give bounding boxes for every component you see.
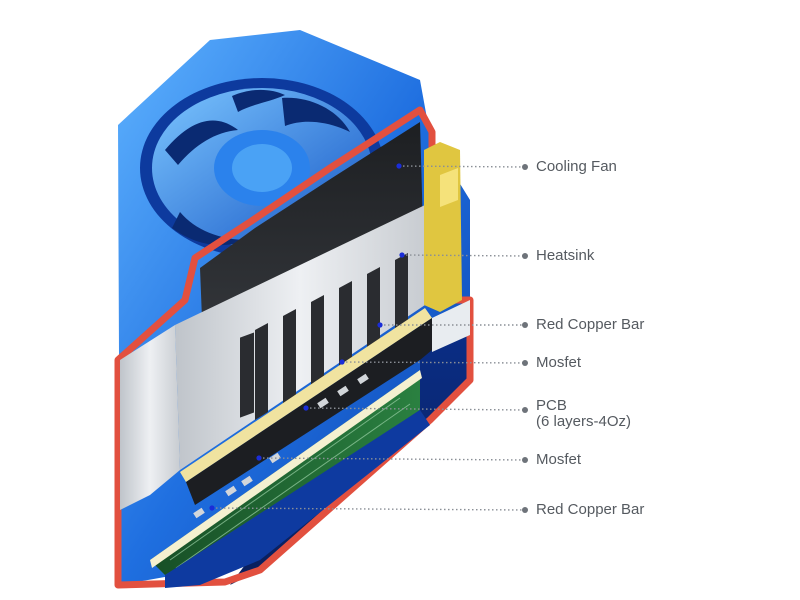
leader-endpoint	[522, 360, 528, 366]
callout-leaders	[209, 163, 528, 513]
anchor-marker	[396, 163, 402, 169]
callout-label: PCB(6 layers-4Oz)	[536, 398, 631, 430]
callout-label-text: Cooling Fan	[536, 158, 617, 175]
callout-label: Cooling Fan	[536, 159, 617, 175]
anchor-marker	[339, 359, 345, 365]
callout-label: Mosfet	[536, 355, 581, 371]
leader-endpoint	[522, 507, 528, 513]
callout-sublabel-text: (6 layers-4Oz)	[536, 413, 632, 430]
leader-endpoint	[522, 164, 528, 170]
callout-label-text: Mosfet	[536, 451, 582, 468]
leader-endpoint	[522, 457, 528, 463]
leader-endpoint	[522, 407, 528, 413]
callout-label: Red Copper Bar	[536, 317, 644, 333]
leader-endpoint	[522, 322, 528, 328]
leader-endpoint	[522, 253, 528, 259]
anchor-marker	[256, 455, 262, 461]
shell-bottom	[165, 410, 430, 588]
callout-label-text: PCB	[536, 397, 567, 414]
leader-line	[401, 254, 525, 257]
leader-line	[398, 165, 525, 168]
anchor-marker	[303, 405, 309, 411]
heatsink-left-face	[120, 325, 180, 510]
anchor-marker	[209, 505, 215, 511]
callout-label: Red Copper Bar	[536, 502, 644, 518]
terminal-connector	[424, 142, 462, 312]
internal-cavity	[186, 318, 432, 505]
callout-label: Heatsink	[536, 248, 594, 264]
callout-label-text: Mosfet	[536, 354, 582, 371]
thermal-pad-upper	[180, 308, 432, 482]
heatsink	[175, 205, 425, 470]
callout-label-text: Heatsink	[536, 247, 595, 264]
leader-line	[258, 457, 525, 461]
anchor-marker	[399, 252, 405, 258]
thermal-pad-lower	[150, 370, 422, 568]
callout-label-text: Red Copper Bar	[536, 501, 645, 518]
leader-line	[211, 507, 525, 511]
copper-bar-upper	[432, 300, 470, 352]
callout-label-text: Red Copper Bar	[536, 316, 645, 333]
callout-label: Mosfet	[536, 452, 581, 468]
anchor-marker	[377, 322, 383, 328]
leader-line	[305, 407, 525, 411]
